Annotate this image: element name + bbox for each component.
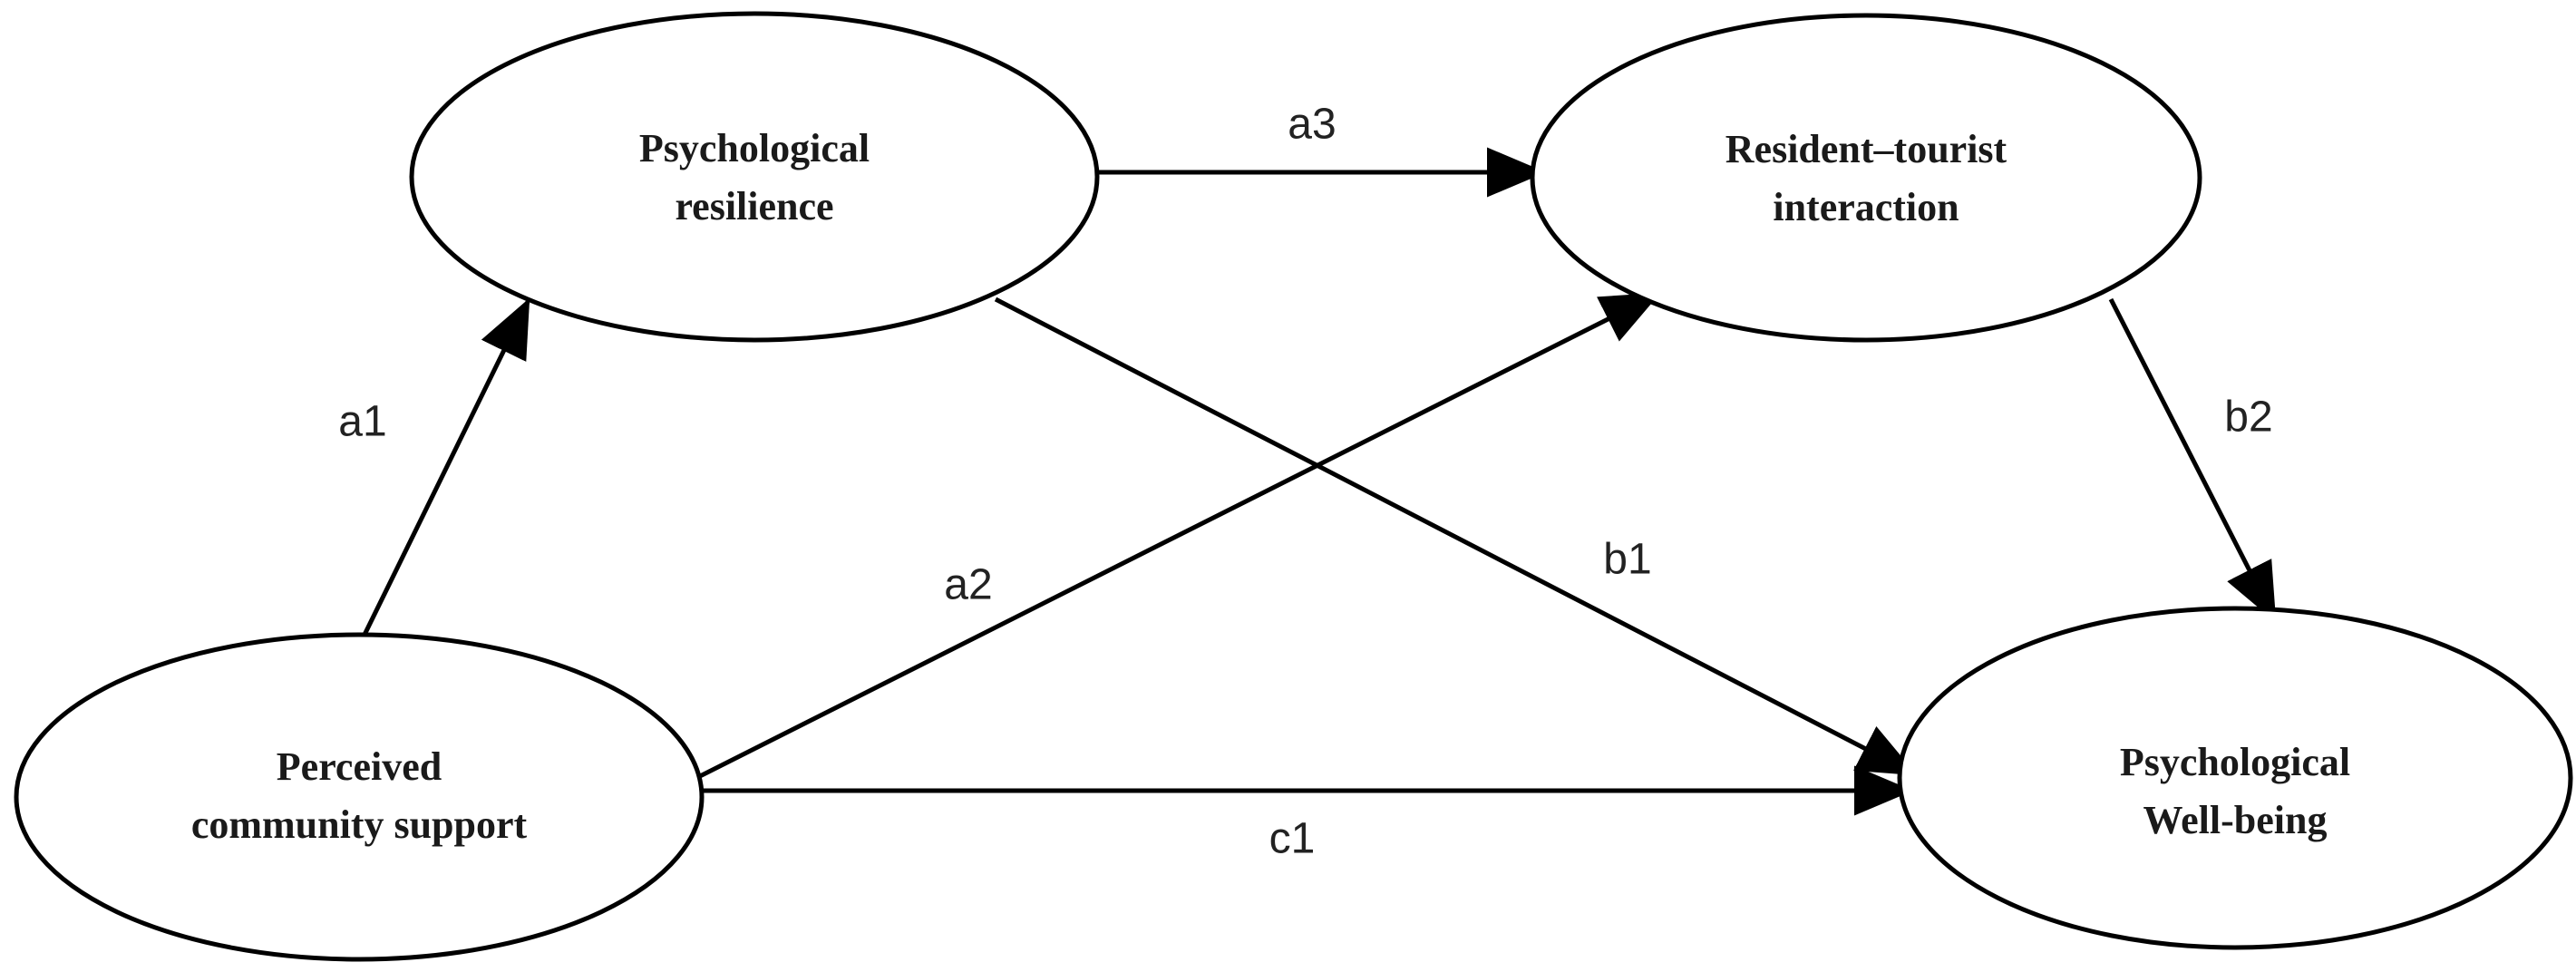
path-label-a3: a3 bbox=[1288, 101, 1336, 149]
path-line-a1 bbox=[362, 297, 530, 637]
node-label-psychological-resilience-line2: resilience bbox=[675, 184, 833, 228]
path-line-b2 bbox=[2108, 297, 2277, 623]
node-label-resident-tourist-interaction-line1: Resident–tourist bbox=[1725, 127, 2007, 171]
path-line-a2 bbox=[689, 292, 1661, 783]
node-resident-tourist-interaction[interactable] bbox=[1530, 13, 2202, 343]
path-label-a1: a1 bbox=[338, 398, 386, 446]
path-label-a2: a2 bbox=[944, 561, 992, 609]
node-label-resident-tourist-interaction-line2: interaction bbox=[1773, 185, 1959, 229]
node-psychological-well-being[interactable] bbox=[1897, 606, 2573, 950]
path-label-b1: b1 bbox=[1603, 536, 1651, 584]
node-label-perceived-community-support-line1: Perceived bbox=[277, 744, 442, 789]
node-label-perceived-community-support-line2: community support bbox=[191, 802, 528, 847]
path-label-b2: b2 bbox=[2224, 394, 2272, 442]
node-psychological-resilience[interactable] bbox=[409, 11, 1100, 343]
node-label-psychological-well-being-line2: Well-being bbox=[2143, 798, 2328, 842]
path-line-b1 bbox=[994, 296, 1918, 776]
node-perceived-community-support[interactable] bbox=[14, 632, 705, 962]
path-label-c1: c1 bbox=[1269, 815, 1316, 863]
node-label-psychological-well-being-line1: Psychological bbox=[2120, 740, 2350, 784]
node-label-psychological-resilience-line1: Psychological bbox=[639, 126, 870, 170]
